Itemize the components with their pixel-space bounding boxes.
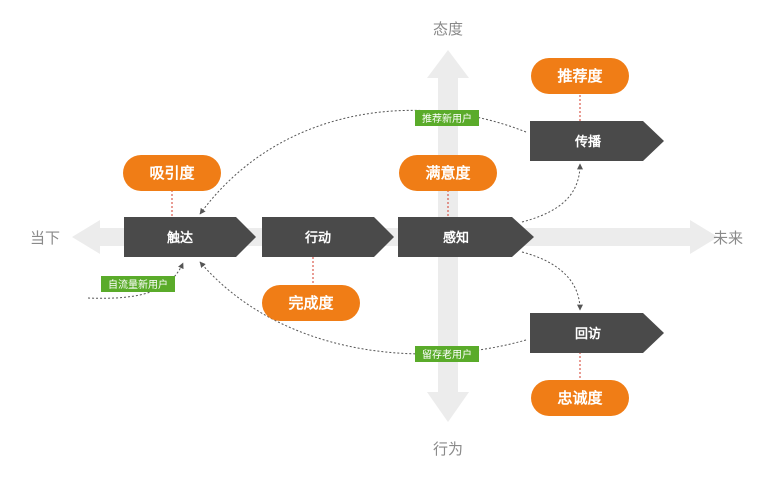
metrics: 吸引度 完成度 满意度 推荐度 忠诚度 xyxy=(123,58,629,416)
metric-loyalty: 忠诚度 xyxy=(531,380,629,416)
metric-satisfaction: 满意度 xyxy=(399,155,497,191)
step-perception-label: 感知 xyxy=(443,230,469,246)
metric-links xyxy=(171,95,581,380)
steps: 触达 行动 感知 传播 回访 xyxy=(124,121,664,353)
step-spread-label: 传播 xyxy=(574,134,602,150)
tag-recommend-new-users-label: 推荐新用户 xyxy=(422,112,472,125)
step-spread: 传播 xyxy=(530,121,664,161)
step-action: 行动 xyxy=(262,217,394,257)
metric-completion: 完成度 xyxy=(262,285,360,321)
connector-perception-to-revisit xyxy=(521,251,583,311)
step-touch-label: 触达 xyxy=(166,230,193,246)
step-revisit: 回访 xyxy=(530,313,664,353)
step-perception: 感知 xyxy=(398,217,534,257)
metric-recommendation-label: 推荐度 xyxy=(557,67,603,85)
metric-loyalty-label: 忠诚度 xyxy=(557,389,603,407)
axis-label-bottom: 行为 xyxy=(433,440,463,458)
tag-natural-traffic-new-users: 自流量新用户 xyxy=(101,276,175,292)
connectors xyxy=(87,109,583,355)
tag-retain-old-users: 留存老用户 xyxy=(415,346,479,362)
step-revisit-label: 回访 xyxy=(575,326,601,342)
axis-label-top: 态度 xyxy=(433,20,463,38)
metric-recommendation: 推荐度 xyxy=(531,58,629,94)
step-touch: 触达 xyxy=(124,217,256,257)
tag-retain-old-users-label: 留存老用户 xyxy=(422,348,472,361)
metric-attraction: 吸引度 xyxy=(123,155,221,191)
metric-attraction-label: 吸引度 xyxy=(149,164,195,182)
axis-label-left: 当下 xyxy=(30,229,60,247)
connector-perception-to-spread xyxy=(521,163,583,223)
connector-spread-to-touch xyxy=(199,109,527,215)
tags: 推荐新用户 自流量新用户 留存老用户 xyxy=(101,110,479,362)
tag-natural-traffic-new-users-label: 自流量新用户 xyxy=(108,278,168,291)
metric-completion-label: 完成度 xyxy=(288,294,334,312)
connector-revisit-to-touch xyxy=(199,261,527,355)
metric-satisfaction-label: 满意度 xyxy=(425,164,471,182)
tag-recommend-new-users: 推荐新用户 xyxy=(415,110,479,126)
step-action-label: 行动 xyxy=(304,230,331,246)
axis-label-right: 未来 xyxy=(713,229,743,247)
